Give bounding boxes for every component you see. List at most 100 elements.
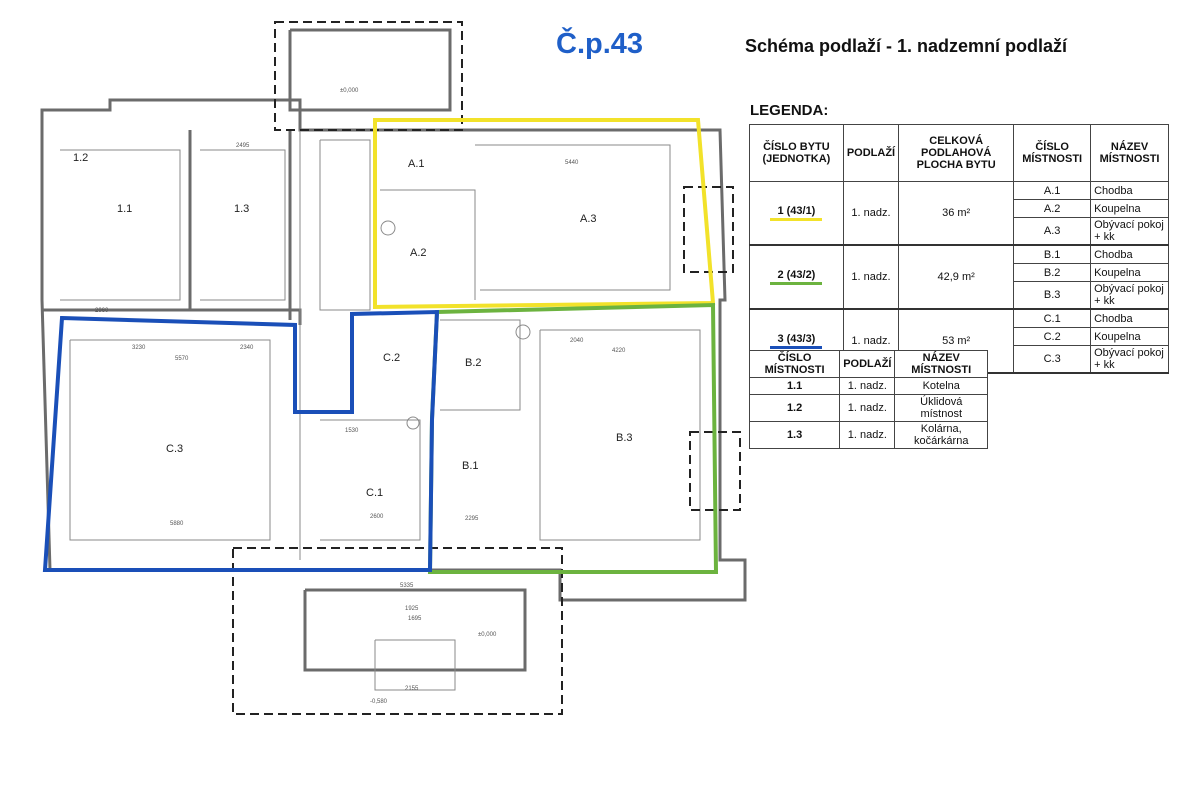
room-label-c3: C.3 [166, 443, 183, 455]
room-label-1-1: 1.1 [117, 203, 132, 215]
room-no-cell: A.2 [1013, 199, 1092, 218]
room-label-a2: A.2 [410, 247, 427, 259]
room-no-cell: C.2 [1013, 327, 1092, 346]
building-number: Č.p.43 [556, 28, 644, 60]
unit-cell: 1 (43/1) [749, 181, 844, 246]
dashed-zone-entrance-bottom [232, 547, 563, 715]
room-no-cell: A.1 [1013, 181, 1092, 200]
dim: 5880 [170, 521, 184, 527]
room-label-a1: A.1 [408, 158, 425, 170]
room-no-cell: A.3 [1013, 217, 1092, 246]
rooms-table: ČÍSLO MÍSTNOSTI PODLAŽÍ NÁZEV MÍSTNOSTI … [748, 350, 988, 449]
units-table: ČÍSLO BYTU (JEDNOTKA) PODLAŽÍ CELKOVÁ PO… [749, 124, 1169, 374]
dim: 2960 [95, 308, 109, 314]
unit-color-swatch [770, 346, 823, 349]
room-name-cell: Obývací pokoj + kk [1090, 217, 1169, 246]
header-room-name: NÁZEV MÍSTNOSTI [1090, 124, 1169, 182]
room-label-c2: C.2 [383, 352, 400, 364]
header-room-no: ČÍSLO MÍSTNOSTI [1013, 124, 1092, 182]
dim: 3230 [132, 345, 146, 351]
room-name-cell: Koupelna [1090, 199, 1169, 218]
dashed-zone-entrance-top [274, 21, 463, 131]
floor-cell: 1. nadz. [842, 244, 900, 310]
room-label-a3: A.3 [580, 213, 597, 225]
room-label-1-2: 1.2 [73, 152, 88, 164]
room-name-cell: Koupelna [1090, 327, 1169, 346]
unit-number: 2 (43/2) [777, 269, 816, 281]
room-no-cell: B.1 [1013, 244, 1092, 264]
area-cell: 42,9 m² [898, 244, 1015, 310]
dim: 5335 [400, 583, 414, 589]
room-no-cell: 1.1 [748, 377, 841, 395]
floor-cell: 1. nadz. [842, 181, 900, 246]
dim: ±0,000 [478, 632, 497, 638]
room-no-cell: 1.2 [748, 394, 841, 422]
unit-color-swatch [770, 282, 823, 285]
room-no-cell: C.1 [1013, 308, 1092, 328]
room-no-cell: B.2 [1013, 263, 1092, 282]
header-room-name: NÁZEV MÍSTNOSTI [894, 350, 988, 378]
unit-1-outline [373, 118, 716, 310]
room-no-cell: B.3 [1013, 281, 1092, 310]
room-name-cell: Chodba [1090, 244, 1169, 264]
dim: 2495 [236, 143, 250, 149]
floor-cell: 1. nadz. [839, 377, 896, 395]
unit-3-outline [42, 309, 440, 572]
dim: 2340 [240, 345, 254, 351]
dim: -0,580 [370, 699, 388, 705]
legend-label: LEGENDA: [750, 102, 829, 119]
floor-cell: 1. nadz. [839, 421, 896, 449]
room-name-cell: Obývací pokoj + kk [1090, 281, 1169, 310]
dim: 5440 [565, 160, 579, 166]
room-no-cell: C.3 [1013, 345, 1092, 374]
dashed-zone-window-b3 [689, 431, 741, 511]
dim: 2155 [405, 686, 419, 692]
room-name-cell: Kotelna [894, 377, 988, 395]
unit-color-swatch [770, 218, 823, 221]
dim: 4220 [612, 348, 626, 354]
room-label-b2: B.2 [465, 357, 482, 369]
dim: 2295 [465, 516, 479, 522]
dim: 2040 [570, 338, 584, 344]
dim: 2600 [370, 514, 384, 520]
dim: 1695 [408, 616, 422, 622]
room-name-cell: Chodba [1090, 181, 1169, 200]
room-name-cell: Koupelna [1090, 263, 1169, 282]
room-name-cell: Kolárna, kočárkárna [894, 421, 988, 449]
header-area: CELKOVÁ PODLAHOVÁ PLOCHA BYTU [898, 124, 1015, 182]
header-room-no: ČÍSLO MÍSTNOSTI [748, 350, 841, 378]
room-name-cell: Obývací pokoj + kk [1090, 345, 1169, 374]
dimension-labels: 5440 4220 5570 5880 2960 2495 1925 5335 … [95, 88, 626, 705]
room-label-b3: B.3 [616, 432, 633, 444]
page-title: Schéma podlaží - 1. nadzemní podlaží [745, 36, 1068, 56]
area-cell: 36 m² [898, 181, 1015, 246]
unit-number: 1 (43/1) [777, 205, 816, 217]
dim: ±0,000 [340, 88, 359, 94]
header-floor: PODLAŽÍ [842, 124, 900, 182]
unit-number: 3 (43/3) [777, 333, 816, 345]
unit-cell: 2 (43/2) [749, 244, 844, 310]
room-name-cell: Chodba [1090, 308, 1169, 328]
floor-cell: 1. nadz. [839, 394, 896, 422]
room-no-cell: 1.3 [748, 421, 841, 449]
dim: 5570 [175, 356, 189, 362]
header-floor: PODLAŽÍ [839, 350, 896, 378]
room-label-b1: B.1 [462, 460, 479, 472]
room-label-1-3: 1.3 [234, 203, 249, 215]
dim: 1925 [405, 606, 419, 612]
room-label-c1: C.1 [366, 487, 383, 499]
unit-2-outline [427, 302, 719, 574]
